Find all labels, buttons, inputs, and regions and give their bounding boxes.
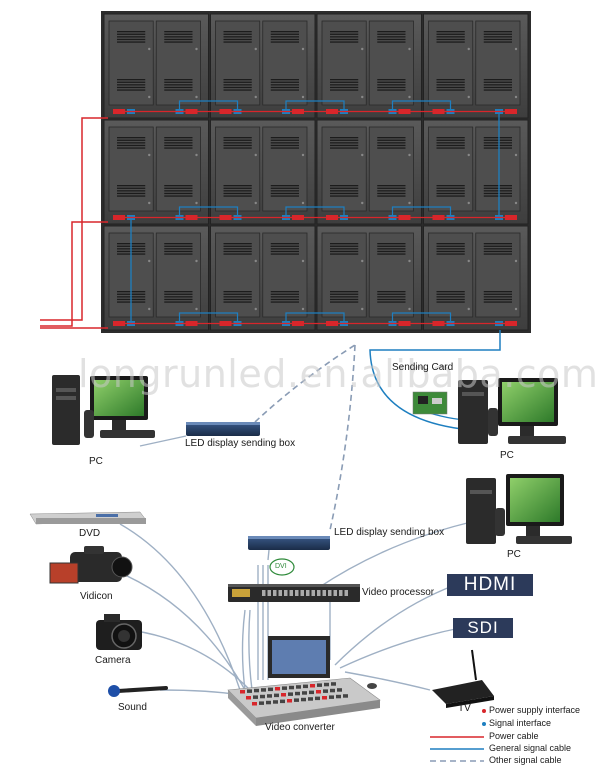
cabinet [103, 13, 209, 119]
pc-right-mid [466, 474, 572, 544]
cabinet [316, 13, 422, 119]
video-converter-label: Video converter [265, 722, 335, 733]
legend-power-cable: Power cable [489, 731, 539, 741]
signal-cable-main [369, 330, 501, 431]
cabinet [103, 225, 209, 331]
other-signal-cables [254, 344, 356, 531]
sound-label: Sound [118, 702, 147, 713]
power-cable-leads [40, 117, 108, 329]
cabinet [316, 225, 422, 331]
sending-card-label: Sending Card [392, 362, 454, 373]
legend-general-signal-cable: General signal cable [489, 743, 572, 753]
cabinet [423, 13, 529, 119]
sending-card [412, 391, 448, 415]
cabinet [103, 119, 209, 225]
microphone [108, 685, 168, 697]
pc-right-top [458, 378, 566, 444]
cabinet [210, 119, 316, 225]
tv-label: TV [458, 703, 471, 714]
sending-box-mid-label: LED display sending box [334, 527, 445, 538]
video-processor-label: Video processor [362, 587, 435, 598]
cabinet [423, 225, 529, 331]
pc-left-label: PC [89, 456, 103, 467]
legend-power-dot [482, 709, 486, 713]
cabinet [423, 119, 529, 225]
dvd-label: DVD [79, 528, 101, 539]
legend-signal-dot [482, 722, 486, 726]
cabinet [210, 13, 316, 119]
camera-label: Camera [95, 655, 131, 666]
video-converter [227, 636, 381, 726]
hdmi-badge: HDMI [447, 574, 533, 596]
legend [430, 709, 486, 762]
vidicon [49, 546, 133, 584]
sending-box-mid [248, 536, 330, 550]
sending-box-top-label: LED display sending box [185, 438, 296, 449]
cabinet [316, 119, 422, 225]
tv-device [432, 649, 494, 708]
pc-left [52, 375, 155, 445]
sending-box-top [186, 422, 260, 436]
watermark: longrunled.en.alibaba.com [78, 352, 599, 396]
cabinet [210, 225, 316, 331]
mouse [367, 683, 377, 689]
legend-power-interface: Power supply interface [489, 705, 581, 715]
video-processor [228, 584, 360, 602]
pc-right-mid-label: PC [507, 549, 521, 560]
dvi-marker [269, 558, 295, 576]
led-screen-wall [101, 11, 531, 333]
pc-right-top-label: PC [500, 450, 514, 461]
dvi-label: DVI [275, 563, 287, 570]
legend-other-signal-cable: Other signal cable [489, 755, 562, 765]
sdi-badge: SDI [453, 618, 513, 638]
vidicon-label: Vidicon [80, 591, 113, 602]
camera [96, 614, 142, 650]
dvd-player [29, 511, 147, 525]
legend-signal-interface: Signal interface [489, 718, 552, 728]
